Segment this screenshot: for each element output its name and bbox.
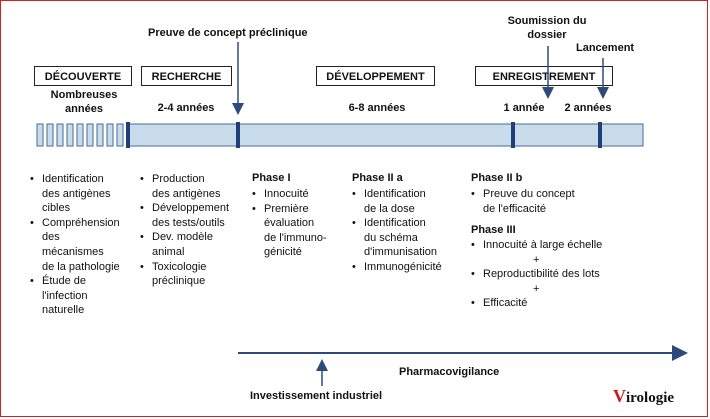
phase1-item: Innocuité xyxy=(252,187,327,202)
phase-box-research: RECHERCHE xyxy=(141,66,232,86)
milestone-launch: Lancement xyxy=(576,42,635,54)
timeline-segment xyxy=(36,123,44,147)
timeline-segment xyxy=(66,123,74,147)
phase2b-title: Phase II b xyxy=(471,172,523,184)
virologie-logo: Virologie xyxy=(613,386,674,408)
phase-box-discovery: DÉCOUVERTE xyxy=(34,66,132,86)
phase2a-title: Phase II a xyxy=(352,172,403,184)
phase3-activities: Innocuité à large échelle + Reproductibi… xyxy=(471,238,602,311)
duration-research: 2-4 années xyxy=(157,102,215,114)
discovery-activities: Identification des antigènes cibles Comp… xyxy=(30,172,120,318)
phase3-title: Phase III xyxy=(471,224,516,236)
industrial-investment-label: Investissement industriel xyxy=(250,390,383,402)
research-item: Toxicologie préclinique xyxy=(140,260,229,289)
phase1-title: Phase I xyxy=(252,172,291,184)
timeline-segment xyxy=(76,123,84,147)
timeline-segment xyxy=(96,123,104,147)
phase2a-item: Identification du schéma d'immunisation xyxy=(352,216,442,260)
timeline-marker xyxy=(598,122,602,148)
timeline-marker xyxy=(511,122,515,148)
timeline-segment xyxy=(46,123,54,147)
duration-post-registration: 2 années xyxy=(564,102,612,114)
discovery-item: Étude de l'infection naturelle xyxy=(30,274,120,318)
timeline-segment xyxy=(86,123,94,147)
phase2b-activities: Preuve du concept de l'efficacité xyxy=(471,187,575,216)
phase3-item: Reproductibilité des lots xyxy=(471,267,602,282)
logo-rest: irologie xyxy=(626,390,675,406)
research-item: Dev. modèle animal xyxy=(140,230,229,259)
timeline-segment xyxy=(56,123,64,147)
research-activities: Production des antigènes Développement d… xyxy=(140,172,229,289)
plus-sign: + xyxy=(533,282,540,295)
plus-sign: + xyxy=(533,253,540,266)
phase2b-item: Preuve du concept de l'efficacité xyxy=(471,187,575,216)
phase2a-activities: Identification de la dose Identification… xyxy=(352,187,442,275)
phase1-item: Première évaluation de l'immuno- génicit… xyxy=(252,202,327,260)
timeline-marker xyxy=(236,122,240,148)
duration-development: 6-8 années xyxy=(348,102,406,114)
phase2a-item: Identification de la dose xyxy=(352,187,442,216)
phase1-activities: Innocuité Première évaluation de l'immun… xyxy=(252,187,327,260)
phase3-item: Innocuité à large échelle xyxy=(471,238,602,253)
research-item: Production des antigènes xyxy=(140,172,229,201)
phase2a-item: Immunogénicité xyxy=(352,260,442,275)
duration-discovery: Nombreuses années xyxy=(50,89,118,115)
pharmacovigilance-label: Pharmacovigilance xyxy=(399,366,500,378)
milestone-submission: Soumission du dossier xyxy=(507,15,587,41)
timeline-marker xyxy=(126,122,130,148)
research-item: Développement des tests/outils xyxy=(140,201,229,230)
timeline-bar xyxy=(127,123,644,147)
phase-box-development: DÉVELOPPEMENT xyxy=(316,66,435,86)
milestone-preclinical-proof: Preuve de concept préclinique xyxy=(148,27,308,39)
duration-registration: 1 année xyxy=(503,102,545,114)
timeline-segment xyxy=(116,123,124,147)
discovery-item: Compréhension des mécanismes de la patho… xyxy=(30,216,120,274)
timeline-segment xyxy=(106,123,114,147)
logo-initial: V xyxy=(613,386,626,406)
discovery-item: Identification des antigènes cibles xyxy=(30,172,120,216)
phase-box-registration: ENREGISTREMENT xyxy=(475,66,613,86)
phase3-item: Efficacité xyxy=(471,296,602,311)
